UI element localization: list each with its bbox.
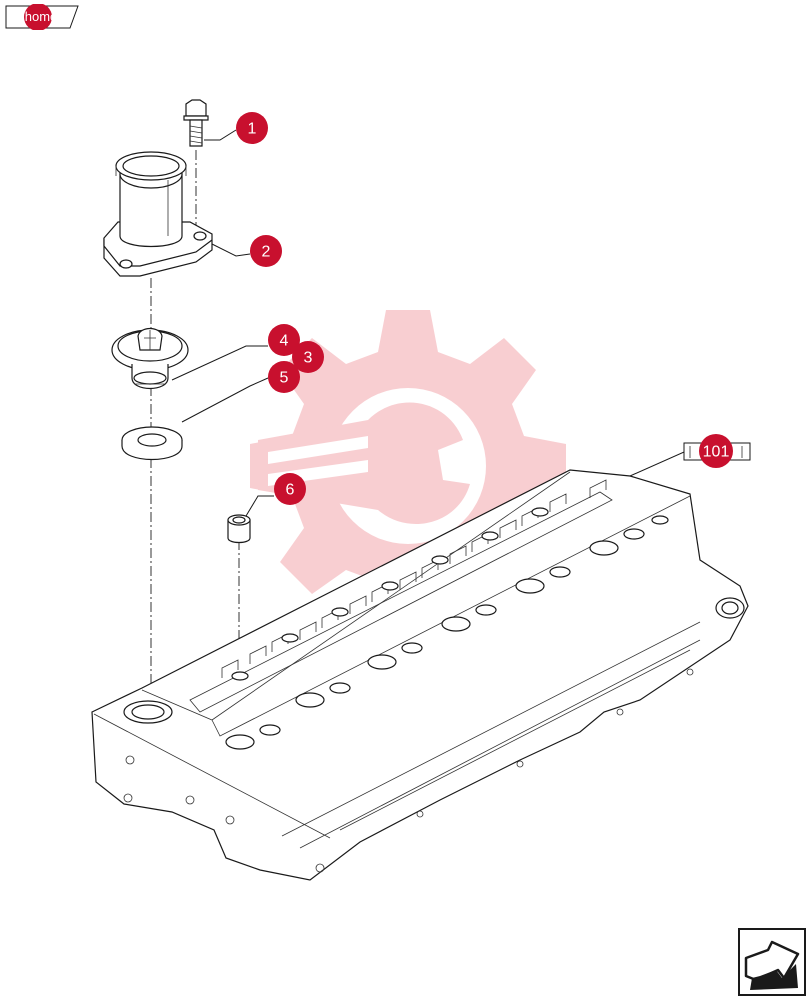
callout-bubble [274,473,306,505]
part-thermostat [111,327,189,390]
callout-label: 1 [248,121,257,138]
callout-label: 2 [262,244,271,261]
callout-label: 101 [703,444,730,461]
part-seal-ring [121,426,183,461]
callout-bubble [292,341,324,373]
part-cylinder-head [91,469,749,881]
callout-layer: 1 2 34 5 6 101 [236,112,733,505]
callout-label: 6 [286,482,295,499]
part-thermostat-housing [103,151,213,277]
callout-3[interactable]: 3 [292,341,324,373]
callout-bubble [268,361,300,393]
callout-label: 3 [304,350,313,367]
part-bolt [183,99,209,147]
home-button[interactable]: home [4,4,80,30]
gear-wrench-watermark-icon [250,310,566,630]
callout-bubble [699,434,733,468]
callout-label: 5 [280,370,289,387]
next-page-arrow-icon[interactable] [738,928,806,996]
home-tab-shape [5,4,79,30]
callout-bubble [268,324,300,356]
callout-5[interactable]: 5 [268,361,300,393]
callout-4[interactable]: 4 [268,324,300,356]
home-label: home [24,9,58,24]
callout-bubble [250,235,282,267]
callout-bubble [236,112,268,144]
part-bushing [227,514,251,544]
callout-6[interactable]: 6 [274,473,306,505]
callout-1[interactable]: 1 [236,112,268,144]
callout-label: 4 [280,333,289,350]
callout-2[interactable]: 2 [250,235,282,267]
callout-101[interactable]: 101 [699,434,733,468]
